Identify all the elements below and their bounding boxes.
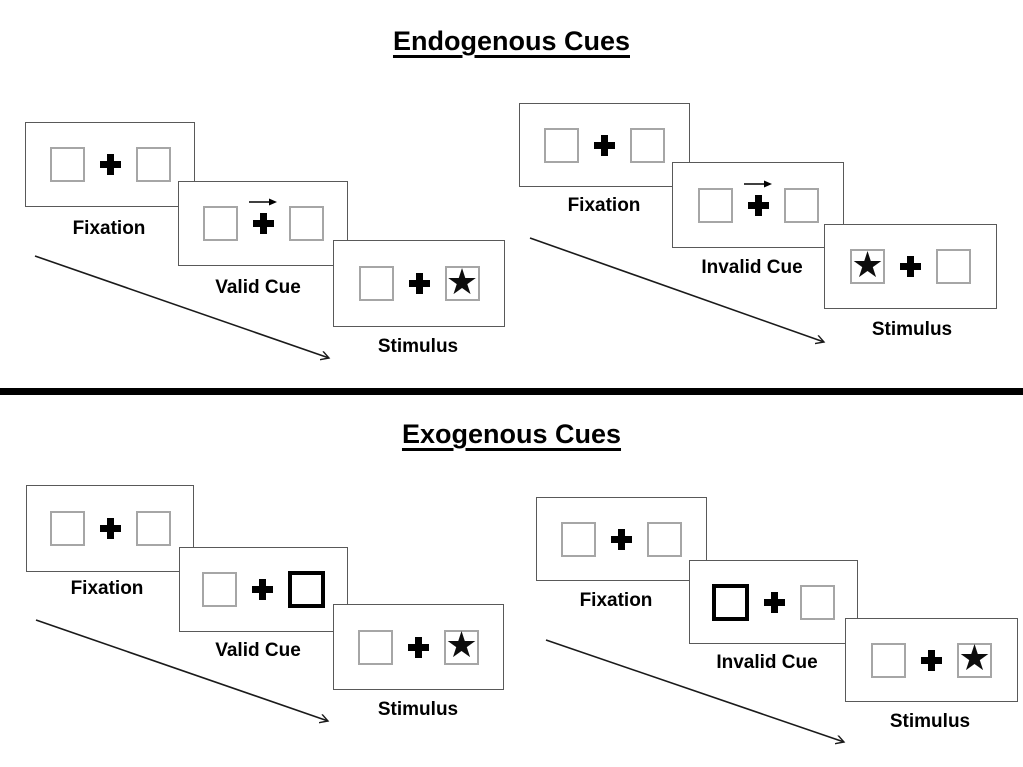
left-box (697, 187, 733, 223)
left-box (202, 206, 238, 241)
timeline-arrow-icon (35, 619, 328, 721)
fixation-cross-icon (248, 198, 277, 234)
left-box (49, 511, 85, 546)
fixation-cross-icon (611, 528, 632, 550)
panel-label: Invalid Cue (701, 257, 803, 278)
fixation-cross-icon (99, 154, 121, 175)
right-box (936, 249, 971, 284)
cue-box (712, 583, 749, 621)
cue-box (288, 571, 325, 608)
right-box (288, 206, 324, 241)
section-title-endogenous: Endogenous Cues (392, 26, 630, 56)
plus-icon (764, 591, 785, 613)
invalid-cue-panel (672, 162, 844, 248)
plus-icon (921, 649, 942, 671)
plus-icon (900, 256, 921, 277)
fixation-panel (536, 497, 707, 581)
panel-label: Fixation (72, 218, 146, 239)
panel-label: Stimulus (377, 699, 459, 720)
star-icon: ★ (958, 638, 991, 679)
panel-label: Valid Cue (215, 640, 301, 661)
panel-label: Invalid Cue (716, 652, 818, 673)
right-box (135, 511, 171, 546)
panel-label: Stimulus (377, 336, 459, 357)
fixation-panel (519, 103, 690, 187)
plus-icon (408, 636, 429, 658)
section-divider (0, 388, 1023, 395)
target-box: ★ (444, 625, 479, 666)
fixation-cross-icon (252, 579, 273, 600)
plus-icon (252, 213, 274, 234)
panel-label: Fixation (567, 195, 641, 216)
fixation-cross-icon (99, 518, 121, 539)
target-box: ★ (850, 244, 885, 286)
right-box (630, 127, 665, 163)
stimulus-panel: ★ (824, 224, 997, 309)
fixation-panel (26, 485, 194, 572)
right-box (647, 521, 682, 557)
valid-cue-panel (178, 181, 348, 266)
fixation-cross-icon (408, 273, 430, 294)
panel-label: Fixation (579, 590, 653, 611)
star-icon: ★ (851, 244, 884, 286)
left-box (871, 642, 906, 678)
fixation-cross-icon (743, 180, 772, 216)
left-box (358, 266, 394, 301)
timeline-arrow-icon (34, 255, 329, 358)
fixation-panel (25, 122, 195, 207)
stimulus-panel: ★ (845, 618, 1018, 702)
panel-label: Stimulus (871, 319, 953, 340)
left-box (544, 127, 579, 163)
right-box (135, 147, 171, 182)
panel-label: Fixation (70, 578, 144, 599)
target-box: ★ (444, 261, 480, 303)
section-title-exogenous: Exogenous Cues (401, 419, 622, 449)
panel-label: Stimulus (889, 711, 971, 732)
left-box (202, 572, 237, 607)
cue-arrow-right-icon (743, 180, 772, 187)
stimulus-panel: ★ (333, 604, 504, 690)
plus-icon (252, 579, 273, 600)
left-box (358, 629, 393, 665)
fixation-cross-icon (408, 636, 429, 658)
right-box (783, 187, 819, 223)
fixation-cross-icon (900, 256, 921, 277)
fixation-cross-icon (764, 591, 785, 613)
left-box (49, 147, 85, 182)
plus-icon (611, 528, 632, 550)
plus-icon (408, 273, 430, 294)
fixation-cross-icon (921, 649, 942, 671)
plus-icon (594, 134, 615, 156)
timeline-arrow-icon (529, 237, 824, 342)
right-box (800, 584, 835, 620)
plus-icon (747, 194, 769, 216)
plus-icon (99, 154, 121, 175)
stimulus-panel: ★ (333, 240, 505, 327)
star-icon: ★ (445, 261, 479, 303)
fixation-cross-icon (594, 134, 615, 156)
valid-cue-panel (179, 547, 348, 632)
star-icon: ★ (445, 625, 478, 666)
plus-icon (99, 518, 121, 539)
invalid-cue-panel (689, 560, 858, 644)
cue-arrow-right-icon (248, 198, 277, 206)
panel-label: Valid Cue (215, 277, 301, 298)
target-box: ★ (957, 638, 992, 679)
left-box (561, 521, 596, 557)
